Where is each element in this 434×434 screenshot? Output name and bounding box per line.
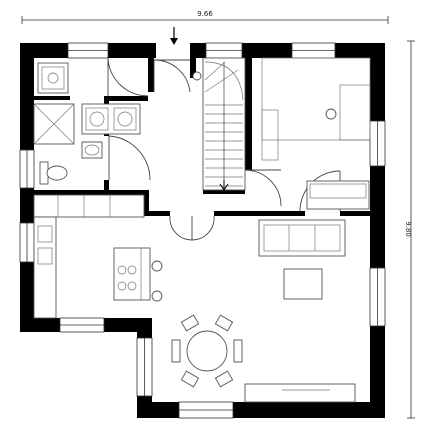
exterior-walls: [20, 43, 385, 418]
windows: [19, 42, 386, 419]
living-furniture: [171, 219, 356, 403]
kitchen: [33, 194, 163, 319]
height-label: 9.80: [404, 221, 412, 237]
right-dimension: 9.80: [404, 40, 415, 419]
staircase: [192, 57, 246, 191]
top-dimension: 9.66: [21, 10, 389, 24]
utility-fixtures: [37, 62, 141, 135]
room-furniture: [261, 57, 371, 210]
entrance-arrow-icon: [170, 27, 178, 45]
width-label: 9.66: [197, 10, 213, 18]
bathroom-fixtures: [33, 103, 103, 185]
